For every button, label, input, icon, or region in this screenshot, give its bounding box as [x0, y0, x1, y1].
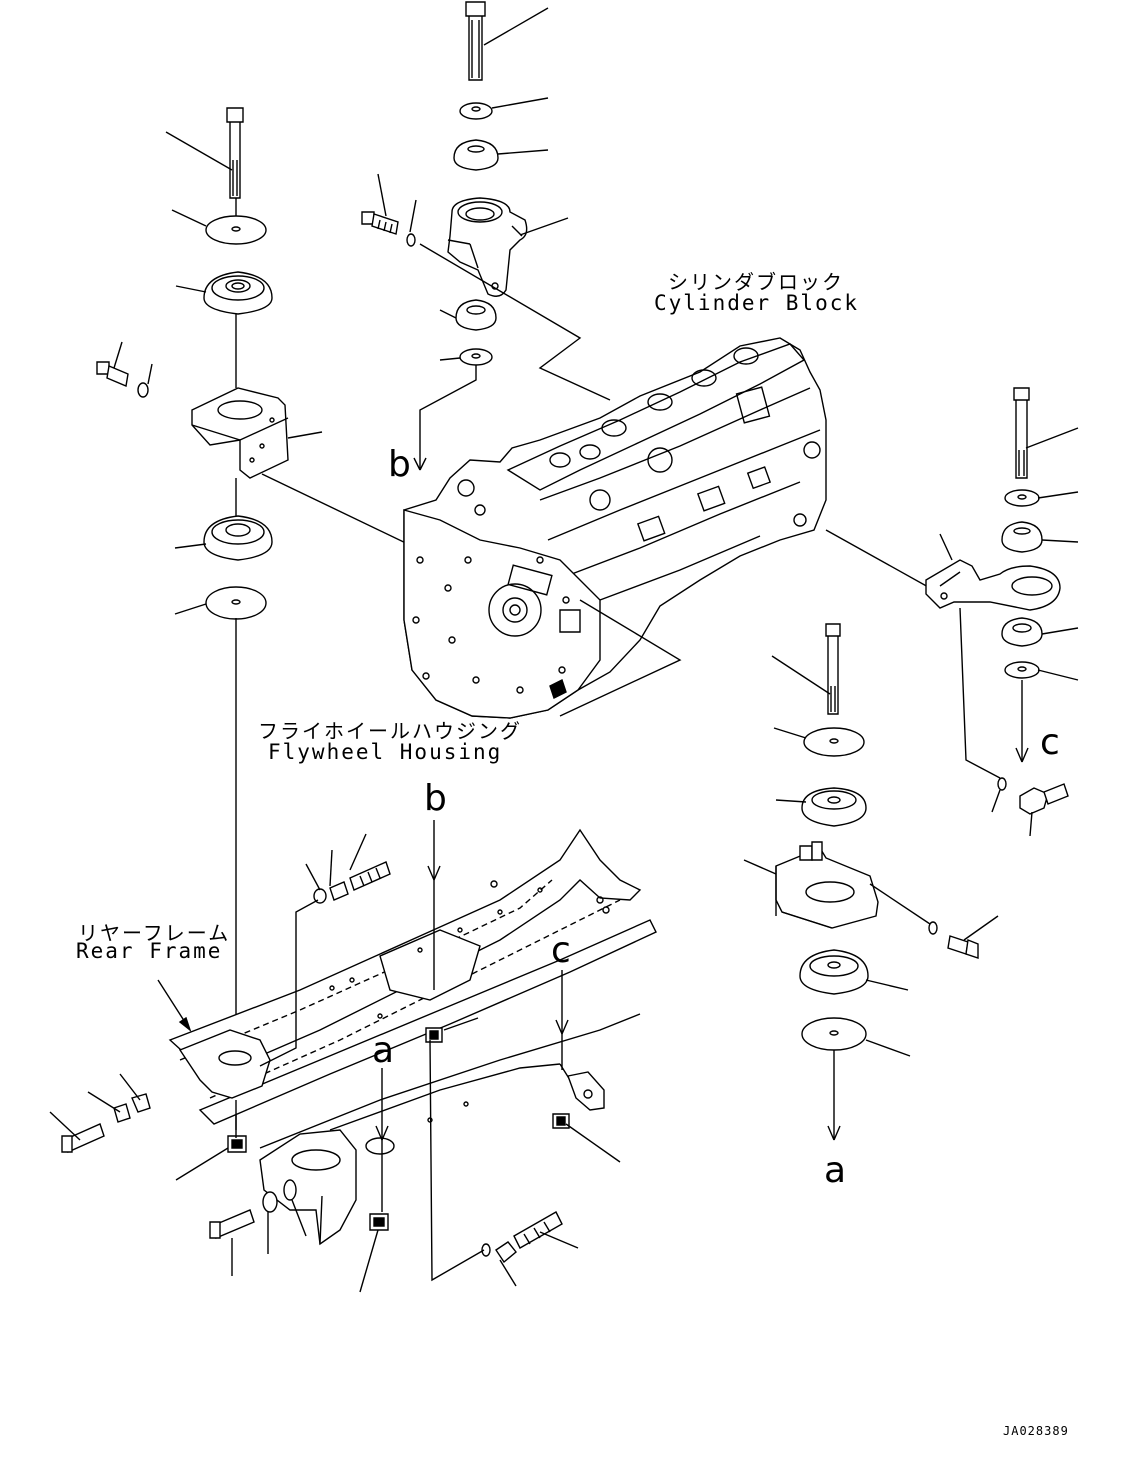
- rear-frame-label-jp: リヤーフレーム: [78, 921, 231, 945]
- right-lower-washer-bottom: [802, 1018, 866, 1050]
- cylinder-block-label-jp: シリンダブロック: [668, 270, 844, 294]
- frame-bottom-left-bolt: [210, 1180, 296, 1238]
- left-upper-washer: [206, 216, 266, 244]
- left-bolt: [230, 120, 240, 198]
- ref-a-right: a: [824, 1150, 847, 1191]
- frame-left-bolt: [62, 1094, 150, 1152]
- ref-c-bottom: c: [551, 930, 571, 971]
- right-upper-side-bolt: [998, 778, 1068, 814]
- left-lower-washer: [206, 587, 266, 619]
- right-upper-washer: [1005, 490, 1039, 506]
- flywheel-housing-label-jp: フライホイールハウジング: [258, 719, 522, 743]
- rear-frame-lower-bracket: [260, 1130, 356, 1244]
- flywheel-housing: [404, 510, 600, 718]
- top-center-mount-stack: [362, 2, 610, 470]
- rear-frame: [50, 820, 656, 1292]
- right-lower-upper-cushion: [802, 788, 866, 826]
- right-lower-bracket: [776, 848, 878, 928]
- drawing-code: JA028389: [1003, 1424, 1069, 1438]
- right-upper-lower-washer: [1005, 662, 1039, 678]
- right-upper-bolt: [1016, 398, 1027, 478]
- right-lower-mount-stack: [744, 624, 998, 1140]
- ref-b-top: b: [388, 444, 411, 485]
- top-center-lower-cushion: [456, 300, 496, 330]
- right-lower-bolt: [828, 634, 838, 714]
- top-center-upper-cushion: [454, 140, 498, 170]
- top-center-lower-washer: [460, 349, 492, 365]
- frame-upper-bolt: [314, 862, 390, 903]
- right-upper-mount-stack: [926, 388, 1078, 836]
- frame-bottom-right-bolt: [482, 1212, 562, 1262]
- engine-cylinder-block: [404, 338, 930, 718]
- left-bracket: [192, 388, 288, 478]
- right-upper-bracket: [926, 560, 1060, 610]
- flywheel-housing-label-en: Flywheel Housing: [268, 740, 503, 764]
- ref-a-middle: a: [372, 1030, 395, 1071]
- right-lower-lower-cushion: [800, 950, 868, 994]
- ref-c-right: c: [1040, 722, 1060, 763]
- ref-b-bottom: b: [424, 778, 447, 819]
- left-side-bolt: [97, 362, 148, 397]
- left-lower-cushion: [204, 516, 272, 560]
- right-lower-washer-top: [804, 728, 864, 756]
- rear-frame-label-en: Rear Frame: [76, 939, 223, 963]
- left-upper-cushion: [204, 272, 272, 314]
- cylinder-block-label-en: Cylinder Block: [654, 291, 860, 315]
- right-lower-side-bolt: [929, 922, 978, 958]
- top-center-side-bolt: [362, 212, 415, 246]
- right-upper-cushion: [1002, 522, 1042, 552]
- top-center-bracket: [448, 198, 527, 296]
